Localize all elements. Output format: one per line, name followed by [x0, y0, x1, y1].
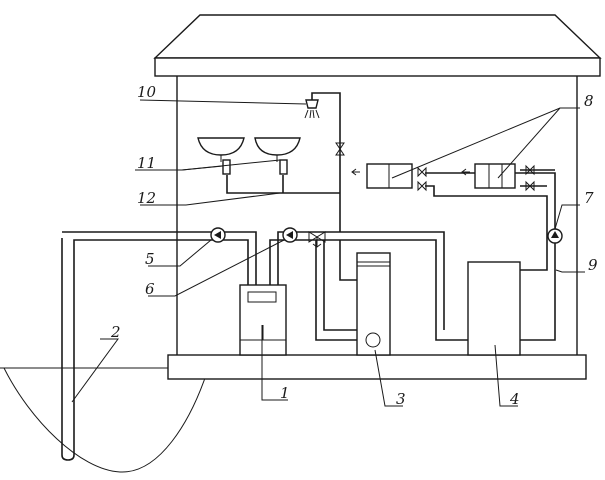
ground-contour [3, 367, 206, 473]
three-way-valve-stem [312, 237, 322, 248]
leader-11b [181, 159, 281, 171]
house-roof [153, 14, 602, 59]
hp-source-pipe-a [212, 231, 257, 285]
sink-left-mixer [222, 159, 231, 175]
heat-pump-unit [239, 284, 287, 356]
label-5: 5 [145, 250, 155, 268]
riser-valve [335, 142, 345, 156]
label-4: 4 [509, 390, 520, 408]
leader-7 [554, 204, 580, 230]
label-3: 3 [396, 390, 406, 408]
radiator-left-valve-top [417, 166, 427, 178]
sink-supply-line [226, 175, 340, 194]
leader-3 [374, 349, 403, 407]
leader-8b [497, 107, 561, 179]
borehole-probe [61, 238, 205, 461]
label-7: 7 [584, 189, 594, 207]
sink-right-mixer [279, 159, 288, 175]
leader-5 [148, 239, 212, 267]
label-10: 10 [137, 83, 157, 101]
radiator-right [474, 163, 516, 189]
roof-eave [154, 57, 601, 77]
leader-9 [555, 269, 585, 273]
sink-right [254, 137, 301, 156]
label-6: 6 [145, 280, 155, 298]
pump-5-arrow [214, 231, 221, 239]
label-9: 9 [588, 256, 598, 274]
label-12: 12 [137, 189, 156, 207]
leader-10 [139, 99, 307, 105]
leader-1 [261, 325, 288, 401]
leader-2 [71, 338, 119, 403]
heat-pump-display [247, 291, 277, 303]
sink-left [197, 137, 245, 156]
label-8: 8 [584, 92, 594, 110]
radiator-left-valve-bottom [417, 180, 427, 192]
hp-source-pipe-b [205, 239, 249, 285]
leader-12 [140, 192, 281, 206]
label-2: 2 [110, 323, 121, 341]
buffer-tank [467, 261, 521, 356]
radiator-right-valve-bottom [525, 180, 535, 192]
tank-loop-pipe [315, 240, 357, 341]
radiator-right-valve-top [525, 164, 535, 176]
label-11: 11 [137, 154, 156, 172]
radiator-right-arrow [461, 168, 470, 176]
three-way-valve [308, 231, 326, 243]
shower-head [305, 99, 319, 109]
pump-6-arrow [286, 231, 293, 239]
storage-tank [356, 252, 391, 356]
tank-loop-pipe-2 [323, 240, 357, 331]
hp-supply-pipe [269, 239, 468, 341]
radiator-left-arrow [351, 168, 360, 176]
leader-6 [148, 239, 285, 297]
buffer-to-right-pipe-2 [425, 185, 548, 271]
pump-7-arrow [551, 231, 559, 238]
hp-supply-pipe-2 [277, 231, 445, 330]
shower-spray [304, 109, 320, 119]
riser-to-tank [339, 240, 357, 281]
label-1: 1 [280, 384, 290, 402]
leader-4 [494, 344, 518, 407]
tank-inlet-circle [365, 332, 381, 348]
hot-water-riser [311, 92, 341, 232]
